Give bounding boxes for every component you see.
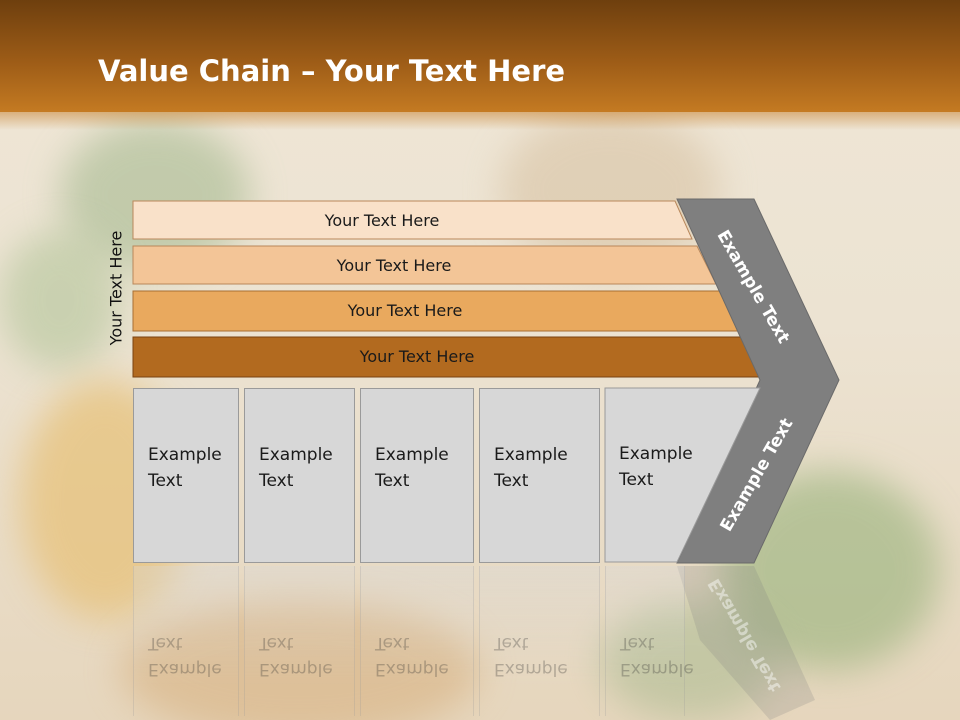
basil-leaf-blur [600,600,780,720]
column-box-1: Example Text [133,388,239,563]
slide-title: Value Chain – Your Text Here [98,54,565,88]
column-box-4: Example Text [479,388,600,563]
band-1: Your Text Here [132,201,692,239]
chevron-reflection [677,566,815,720]
band-2: Your Text Here [132,246,716,284]
column-label: Example Text [375,445,449,491]
column-label: Example Text [259,445,333,491]
column-label: Example Text [494,445,568,491]
column-box-5: Example Text [605,388,725,563]
band-shape-1 [132,200,693,240]
title-bold: Value Chain [98,54,291,88]
band-label: Your Text Here [324,210,440,230]
title-bar [0,0,960,112]
column-label: Example Text [619,444,693,490]
basil-leaf-blur [0,230,120,370]
band-label: Your Text Here [359,346,475,366]
chevron-shape [676,198,840,564]
column-box-2: Example Text [244,388,355,563]
pine-nuts-blur [120,600,480,720]
band-3: Your Text Here [132,291,738,329]
title-rest: – Your Text Here [290,54,566,88]
column-box-3: Example Text [360,388,474,563]
garlic-blur [500,110,720,270]
band-label: Your Text Here [336,255,452,275]
title-bar-fade [0,110,960,130]
column-label: Example Text [148,445,222,491]
band-4: Your Text Here [132,337,762,375]
band-label: Your Text Here [347,300,463,320]
last-column-shape [604,387,761,563]
